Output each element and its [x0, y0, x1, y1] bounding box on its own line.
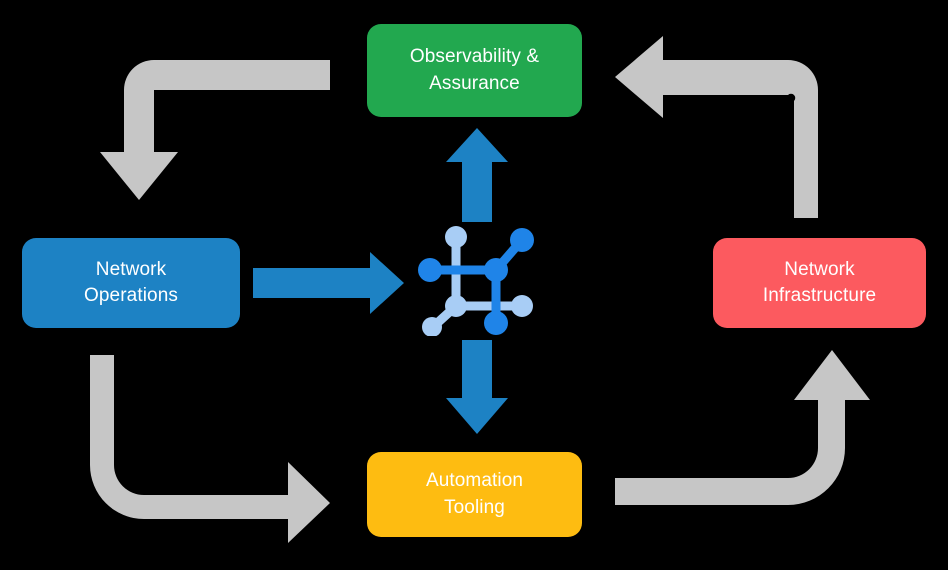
- arrow-center-to-observability: [446, 128, 508, 222]
- box-network-operations[interactable]: Network Operations: [22, 238, 240, 328]
- box-network-infrastructure-label: Network Infrastructure: [762, 258, 877, 306]
- box-automation-tooling-label: Automation Tooling: [425, 470, 524, 518]
- box-network-operations-label: Network Operations: [84, 258, 178, 306]
- box-observability-assurance[interactable]: Observability & Assurance: [367, 24, 582, 117]
- arrow-automation-to-infrastructure-body: [615, 350, 870, 505]
- arrow-center-to-automation: [446, 340, 508, 434]
- topology-nodes-dark: [418, 228, 534, 335]
- box-automation-tooling[interactable]: Automation Tooling: [367, 452, 582, 537]
- topology-nodes-light: [422, 226, 533, 336]
- arrow-automation-to-infrastructure: [615, 478, 824, 508]
- arrow-ops-to-center: [253, 252, 404, 314]
- arrow-observability-to-ops: [100, 60, 330, 200]
- arrow-infrastructure-to-observability: [615, 36, 818, 218]
- box-observability-assurance-label: Observability & Assurance: [409, 46, 540, 94]
- topology-links-dark: [425, 235, 527, 328]
- network-topology-icon: [418, 226, 534, 336]
- box-network-infrastructure[interactable]: Network Infrastructure: [713, 238, 926, 328]
- arrow-ops-to-automation: [90, 355, 330, 543]
